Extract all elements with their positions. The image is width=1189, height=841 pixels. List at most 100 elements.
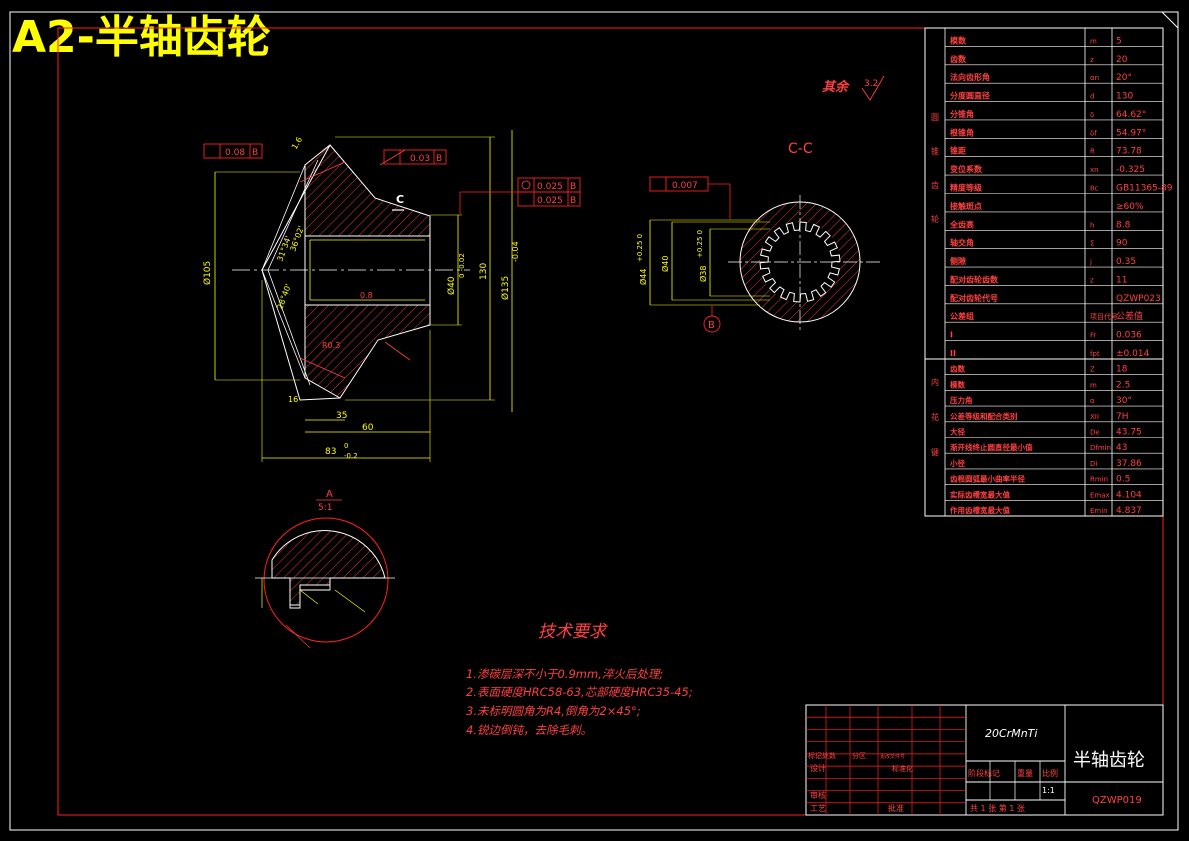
param-symbol: Fr	[1090, 332, 1097, 340]
spline-name: 实际齿槽宽最大值	[950, 489, 1010, 499]
tb-zone-label: 分区	[852, 751, 866, 760]
param-value: 20°	[1116, 73, 1132, 83]
spline-value: 43	[1116, 443, 1127, 453]
param-symbol: 项目代号	[1090, 312, 1118, 321]
tb-review: 审核	[810, 790, 826, 800]
cc-dim-d44-tol: +0.25 0	[636, 234, 644, 262]
param-row: 公差组项目代号公差值	[945, 303, 1163, 322]
datum-b-label: B	[708, 320, 715, 331]
section-cc-view: C-C Ø44 +0.25 0 Ø40 Ø38 +0.25 0 0.007 B	[636, 141, 880, 333]
spline-value: 43.75	[1116, 428, 1142, 438]
spline-value: 4.104	[1116, 490, 1142, 500]
tech-req-heading: 技术要求	[538, 622, 608, 642]
spline-name: 大径	[950, 427, 965, 437]
view-label-cc: C-C	[788, 141, 813, 157]
svg-text:0.025: 0.025	[537, 182, 563, 192]
tech-req-item-1: 1.渗碳层深不小于0.9mm,淬火后处理;	[466, 667, 663, 681]
param-name: 模数	[950, 35, 967, 45]
spline-value: 4.837	[1116, 506, 1142, 516]
param-symbol: αn	[1090, 74, 1099, 82]
param-name: 法向齿形角	[950, 72, 990, 82]
tb-material: 20CrMnTi	[985, 727, 1037, 740]
group2-label-char: 花	[931, 412, 939, 422]
dim-0-8: 0.8	[360, 291, 373, 300]
spline-value: 37.86	[1116, 459, 1142, 469]
detail-a-view: A 5:1	[255, 489, 395, 649]
spline-name: 压力角	[950, 395, 973, 405]
gtol-frame-3: 0.025 B 0.025 B	[517, 177, 581, 207]
spline-row: 渐开线终止圆直径最小值 Dfmin 43	[945, 437, 1163, 453]
dim-83-tol-up: 0	[344, 442, 348, 450]
svg-text:0.025: 0.025	[537, 196, 563, 206]
svg-text:B: B	[436, 154, 442, 164]
spline-name: 小径	[950, 458, 965, 468]
cc-dim-d38: Ø38	[698, 266, 708, 282]
group1-label-char: 锥	[931, 146, 939, 156]
param-name: 锥距	[950, 146, 966, 156]
dim-d135: Ø135	[500, 276, 511, 300]
param-value: 90	[1116, 239, 1128, 249]
spline-symbol: m	[1090, 381, 1097, 389]
param-name: I	[950, 331, 953, 340]
param-value: 5	[1116, 36, 1122, 46]
detail-label-a: A	[326, 489, 333, 500]
param-row: 配对齿轮齿数 z 11	[945, 266, 1163, 285]
svg-text:B: B	[570, 182, 576, 192]
svg-text:0.007: 0.007	[672, 181, 698, 191]
spline-name: 公差等级和配合类别	[950, 411, 1018, 421]
dim-83-tol-low: -0.2	[344, 452, 358, 460]
tech-req-item-4: 4.锐边倒钝，去除毛刺。	[466, 723, 592, 737]
tb-drawing-no: QZWP019	[1092, 795, 1142, 806]
group1-label-char: 圆	[931, 113, 939, 122]
spline-symbol: XII	[1090, 413, 1099, 421]
dim-d40: Ø40	[446, 276, 457, 295]
spline-name: 齿根圆弧最小曲率半径	[950, 474, 1025, 484]
spline-value: 0.5	[1116, 475, 1130, 485]
dim-d105: Ø105	[202, 261, 213, 285]
param-name: 配对齿轮齿数	[950, 274, 999, 284]
param-value: 11	[1116, 275, 1127, 285]
tech-req-item-3: 3.未标明圆角为R4,倒角为2×45°;	[466, 704, 641, 718]
tb-process: 工艺	[810, 804, 826, 813]
spline-value: 7H	[1116, 412, 1129, 422]
param-name: 变位系数	[950, 164, 983, 174]
detail-label-scale: 5:1	[318, 503, 332, 513]
surface-note: 其余	[822, 79, 850, 95]
tb-sheets: 共 1 张 第 1 张	[970, 803, 1025, 813]
param-name: 齿数	[950, 54, 967, 64]
param-value: 公差值	[1116, 310, 1143, 322]
detail-hatched-area	[271, 530, 386, 606]
spline-name: 渐开线终止圆直径最小值	[950, 442, 1033, 452]
param-row: 法向齿形角 αn 20°	[945, 64, 1163, 83]
section-mark-c: C	[396, 193, 404, 206]
gear-main-view: Ø105 130 Ø135 -0.04 Ø40 0 -0.02 35 60 83…	[202, 130, 581, 462]
tb-part-name: 半轴齿轮	[1073, 750, 1145, 771]
svg-text:B: B	[252, 148, 258, 158]
spline-symbol: Dfmin	[1090, 444, 1111, 452]
param-name: II	[950, 349, 956, 358]
dim-1-6: 1.6	[290, 135, 304, 151]
param-name: 轴交角	[950, 238, 974, 248]
svg-text:B: B	[570, 196, 576, 206]
datum-b-symbol	[703, 315, 721, 333]
tb-ratio: 比例	[1042, 768, 1058, 778]
param-name: 全齿高	[949, 219, 974, 229]
svg-text:0.03: 0.03	[410, 154, 430, 164]
param-value: 130	[1116, 92, 1133, 102]
param-symbol: z	[1090, 276, 1094, 284]
angle-4: R0.3	[322, 341, 340, 350]
param-symbol: h	[1090, 221, 1094, 229]
